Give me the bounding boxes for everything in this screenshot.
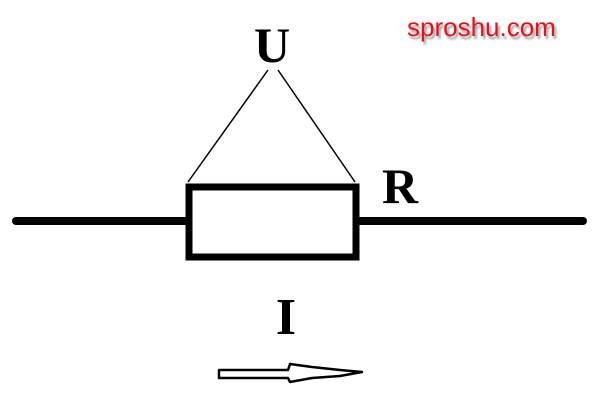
voltage-line-right xyxy=(277,69,356,183)
resistance-label: R xyxy=(382,158,419,214)
current-label: I xyxy=(276,289,296,346)
voltage-label: U xyxy=(254,17,290,73)
voltage-line-left xyxy=(187,69,269,183)
watermark: sproshu.com xyxy=(407,12,556,42)
current-arrow-icon xyxy=(217,362,364,384)
resistor-box xyxy=(185,183,360,261)
